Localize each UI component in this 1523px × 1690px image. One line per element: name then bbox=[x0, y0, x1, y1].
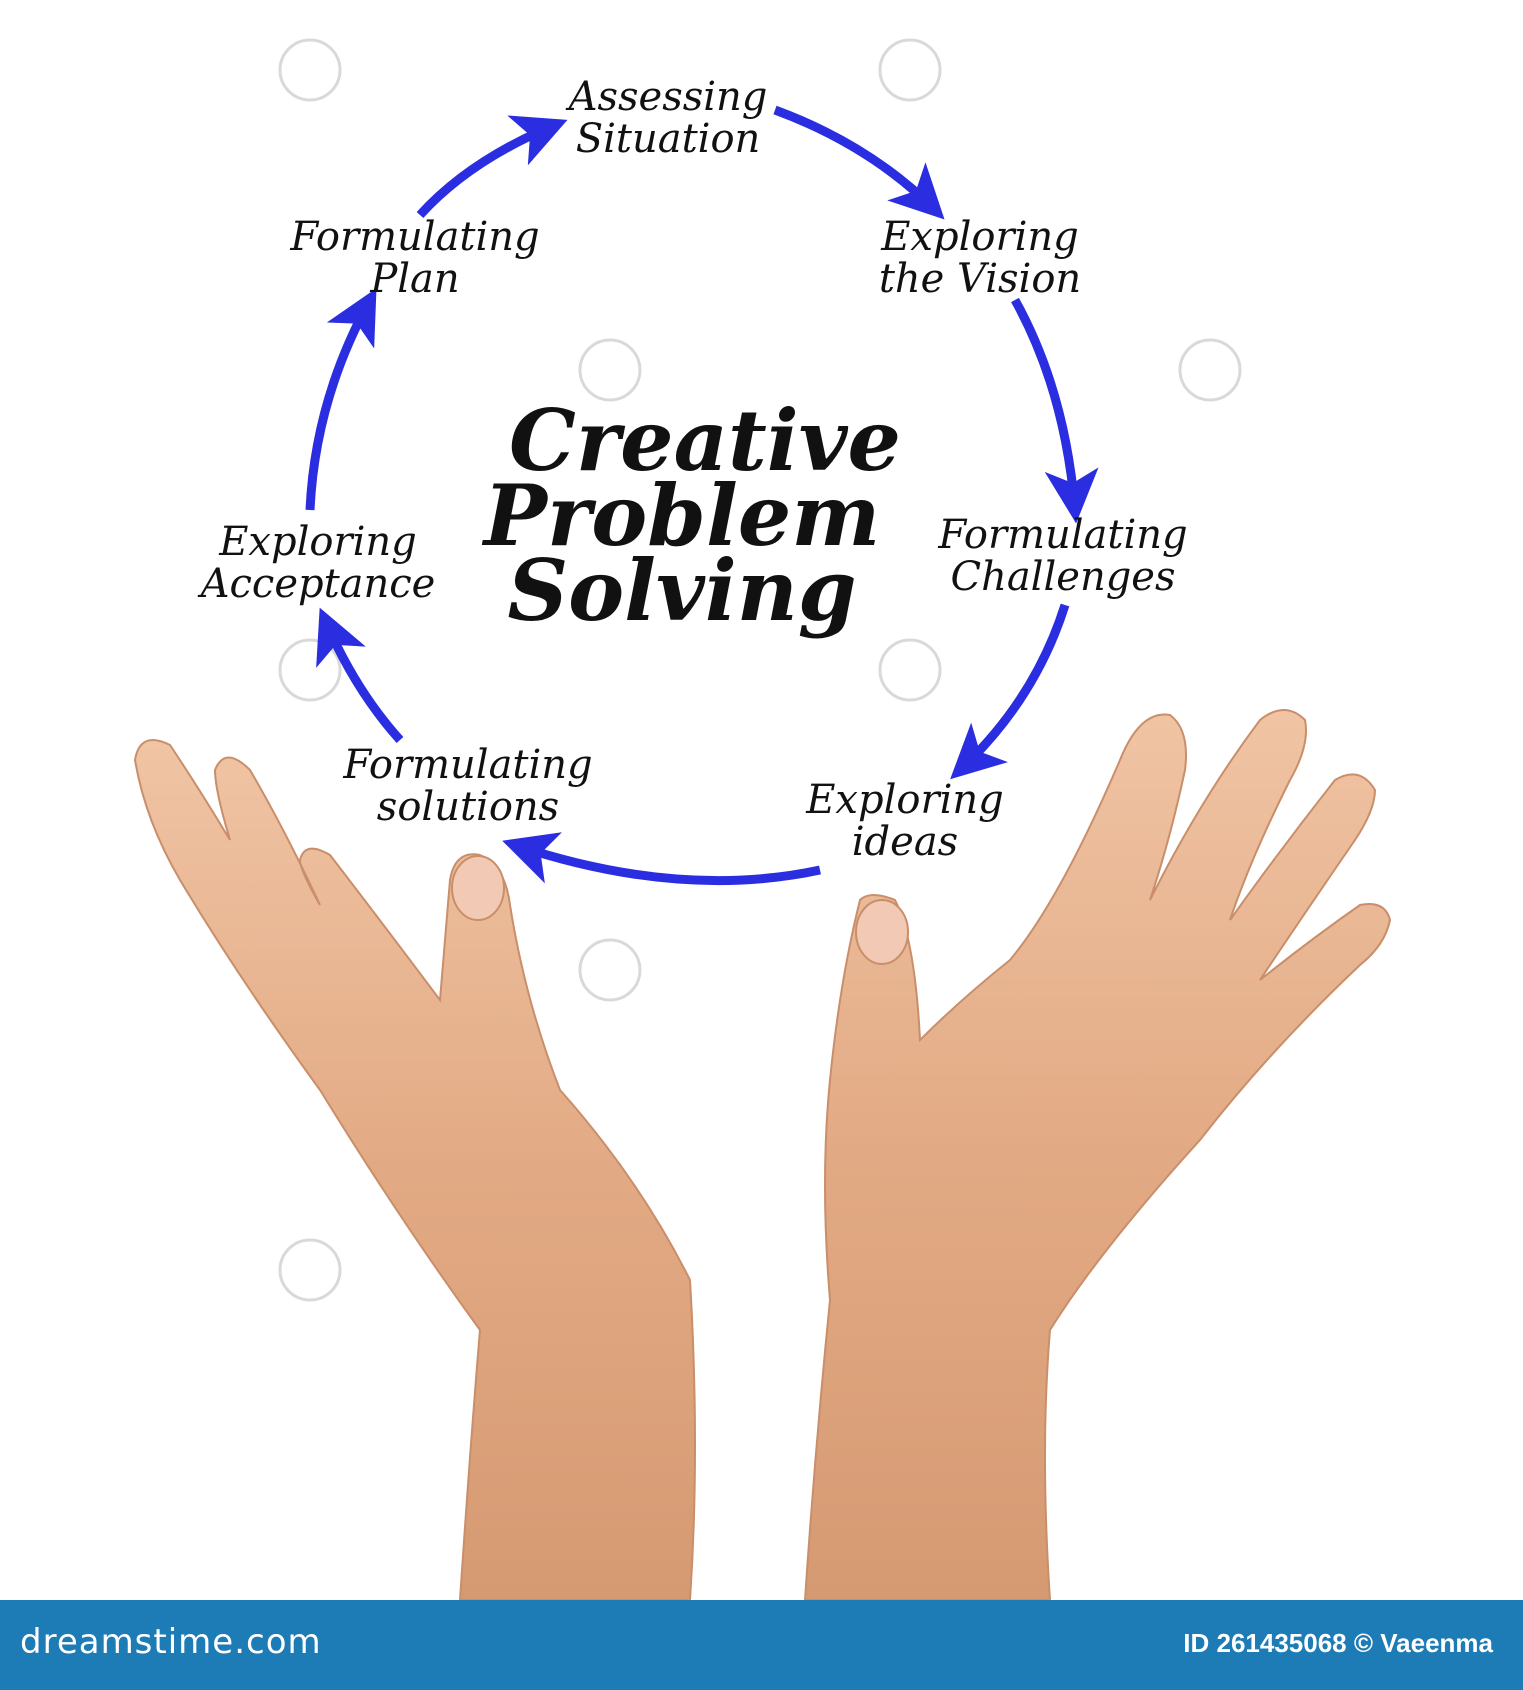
node-challenges-line-2: Challenges bbox=[950, 554, 1175, 600]
node-challenges-line-1: Formulating bbox=[937, 512, 1187, 558]
node-vision-line-2: the Vision bbox=[879, 256, 1081, 302]
right-hand-illustration bbox=[803, 709, 1392, 1600]
footer-image-id: ID 261435068 © Vaeenma bbox=[1183, 1628, 1493, 1658]
arrow-solutions-to-acceptance bbox=[316, 607, 404, 744]
left-hand-illustration bbox=[133, 739, 696, 1600]
arrow-acceptance-to-plan bbox=[305, 288, 377, 511]
arrow-plan-to-assessing bbox=[416, 115, 568, 219]
node-acceptance: Exploring Acceptance bbox=[197, 519, 436, 607]
center-title-line-1: Creative bbox=[509, 391, 901, 490]
node-plan: Formulating Plan bbox=[289, 214, 539, 302]
node-vision: Exploring the Vision bbox=[879, 214, 1081, 302]
node-acceptance-line-1: Exploring bbox=[218, 519, 417, 565]
node-solutions: Formulating solutions bbox=[342, 742, 592, 830]
node-plan-line-2: Plan bbox=[369, 256, 459, 302]
node-assessing: Assessing Situation bbox=[565, 74, 768, 162]
center-title-line-3: Solving bbox=[507, 541, 856, 640]
arrow-ideas-to-solutions bbox=[502, 832, 821, 886]
cycle-arrows bbox=[305, 105, 1099, 886]
center-title-line-2: Problem bbox=[482, 466, 880, 565]
footer-logo[interactable]: dreamstime.com bbox=[20, 1622, 322, 1662]
node-acceptance-line-2: Acceptance bbox=[197, 561, 436, 607]
node-assessing-line-1: Assessing bbox=[565, 74, 768, 120]
arrow-challenges-to-ideas bbox=[950, 603, 1070, 780]
diagram-canvas: Assessing Situation Exploring the Vision… bbox=[133, 38, 1392, 1600]
node-assessing-line-2: Situation bbox=[576, 116, 761, 162]
node-vision-line-1: Exploring bbox=[880, 214, 1079, 260]
node-challenges: Formulating Challenges bbox=[937, 512, 1187, 600]
footer-bar: dreamstime.com ID 261435068 © Vaeenma bbox=[0, 1600, 1523, 1690]
center-title: Creative Problem Solving bbox=[482, 391, 901, 640]
node-ideas: Exploring ideas bbox=[805, 777, 1004, 865]
node-solutions-line-2: solutions bbox=[377, 784, 559, 830]
node-ideas-line-1: Exploring bbox=[805, 777, 1004, 823]
node-plan-line-1: Formulating bbox=[289, 214, 539, 260]
node-solutions-line-1: Formulating bbox=[342, 742, 592, 788]
arrow-assessing-to-vision bbox=[773, 105, 945, 220]
node-ideas-line-2: ideas bbox=[852, 819, 958, 865]
arrow-vision-to-challenges bbox=[1011, 297, 1099, 524]
